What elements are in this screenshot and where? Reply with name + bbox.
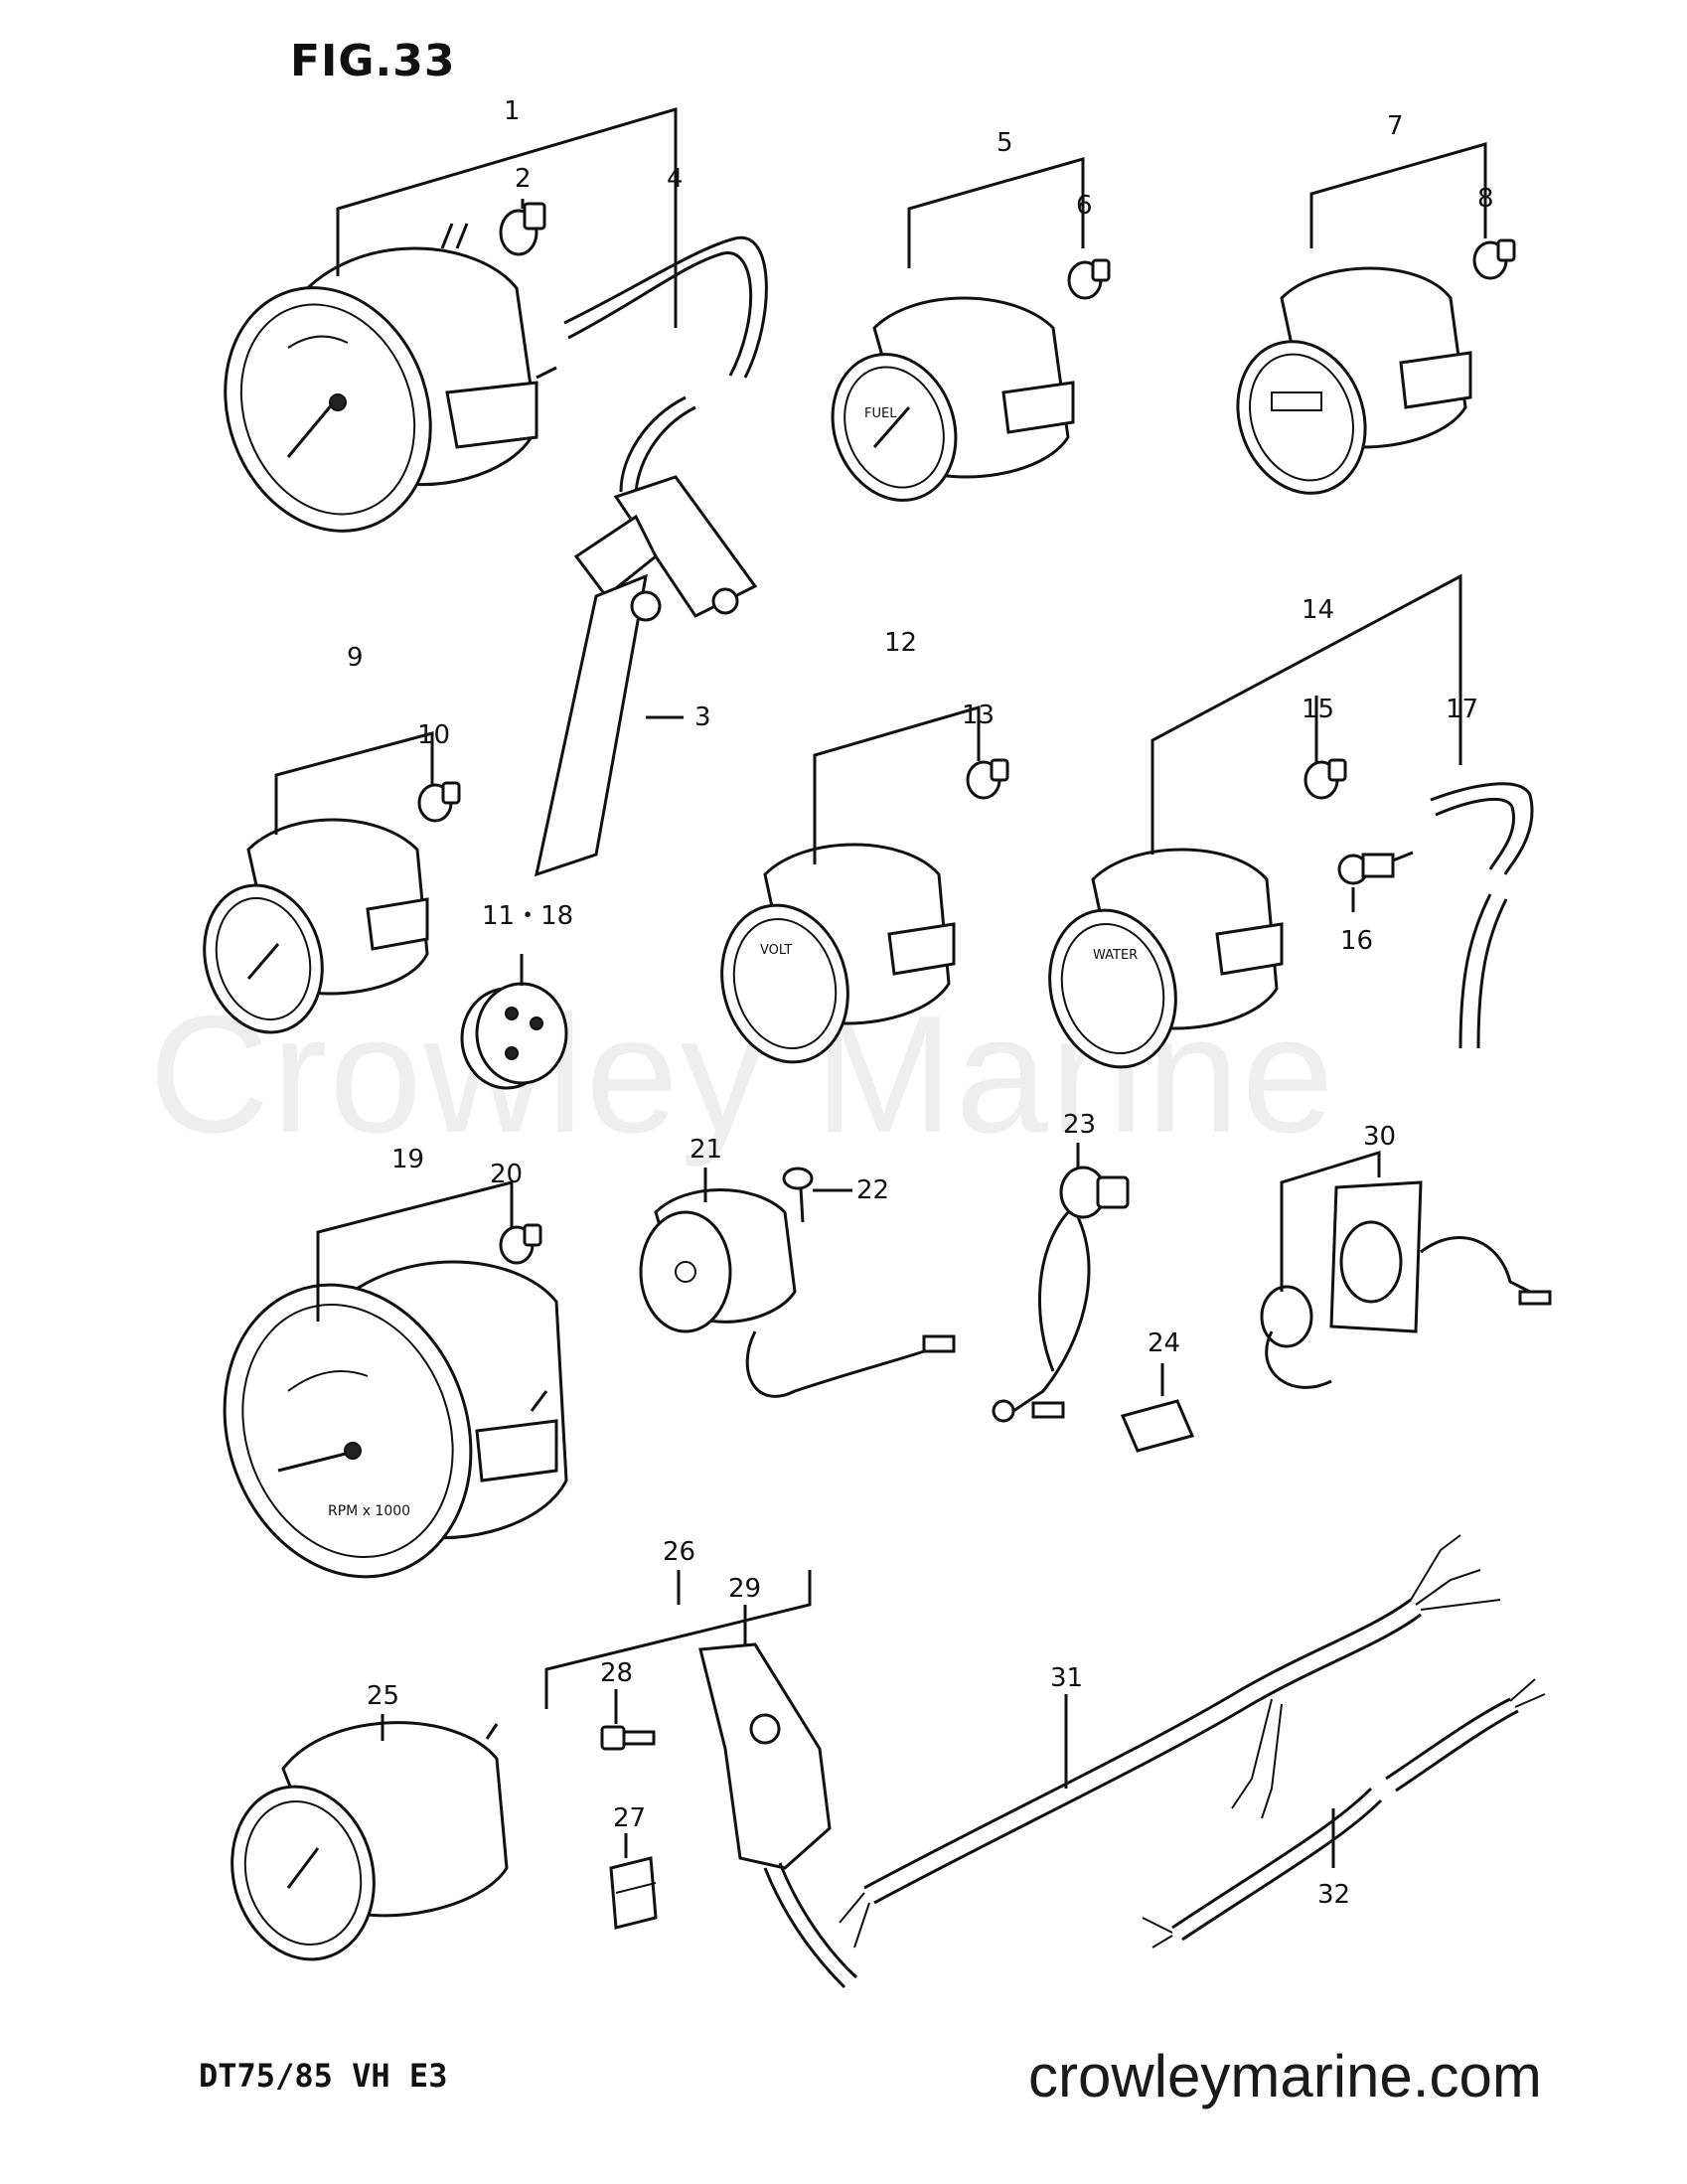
- fuel-gauge[interactable]: FUEL: [813, 296, 1075, 518]
- callout-13: 13: [962, 701, 995, 730]
- callout-28: 28: [600, 1658, 633, 1688]
- bulb-8[interactable]: [1472, 238, 1516, 280]
- callout-7: 7: [1387, 111, 1404, 141]
- water-hose-17[interactable]: [1430, 782, 1534, 1049]
- callout-1: 1: [504, 96, 521, 126]
- callout-32: 32: [1317, 1880, 1350, 1910]
- tachometer-gauge[interactable]: RPM x 1000: [185, 1250, 568, 1612]
- callout-3: 3: [694, 702, 711, 732]
- figure-title: FIG.33: [290, 36, 456, 86]
- water-face-label: WATER: [1093, 948, 1138, 963]
- callout-21: 21: [690, 1135, 722, 1165]
- model-label: DT75/85 VH E3: [199, 2057, 448, 2095]
- callout-10: 10: [417, 720, 450, 750]
- callout-2: 2: [515, 164, 532, 194]
- switch-23[interactable]: [992, 1166, 1130, 1423]
- pitot-hose[interactable]: [563, 235, 768, 498]
- callout-16: 16: [1340, 926, 1373, 956]
- water-temp-gauge[interactable]: WATER: [1032, 848, 1284, 1081]
- transom-bracket-3[interactable]: [534, 475, 758, 877]
- key-switch[interactable]: [1260, 1180, 1552, 1389]
- trim-gauge[interactable]: [189, 818, 429, 1045]
- callout-8: 8: [1477, 184, 1494, 214]
- callout-6: 6: [1076, 191, 1093, 221]
- temp-sender[interactable]: [1337, 851, 1414, 885]
- bulb-13[interactable]: [966, 758, 1009, 800]
- callout-24: 24: [1148, 1328, 1180, 1358]
- wire-harness-31[interactable]: [839, 1534, 1501, 1949]
- callout-25: 25: [367, 1681, 399, 1711]
- clamp-27[interactable]: [609, 1856, 658, 1930]
- callout-4: 4: [667, 164, 684, 194]
- callout-labels: 1 2 3 4 5 6 7 8 9 10 11・18 12 13 14 15 1…: [347, 96, 1494, 1910]
- callout-17: 17: [1446, 695, 1478, 724]
- bulb-20[interactable]: [499, 1223, 542, 1265]
- wire-harness-32[interactable]: [1142, 1678, 1546, 1949]
- screw-22[interactable]: [782, 1167, 814, 1223]
- hour-meter-gauge[interactable]: [1217, 266, 1472, 512]
- site-label: crowleymarine.com: [1028, 2043, 1542, 2109]
- tach-units-label: RPM x 1000: [328, 1503, 410, 1519]
- callout-12: 12: [884, 628, 917, 658]
- callout-9: 9: [347, 643, 364, 673]
- volt-face-label: VOLT: [760, 943, 792, 958]
- callout-19: 19: [391, 1145, 424, 1174]
- callout-14: 14: [1302, 595, 1334, 625]
- callout-20: 20: [490, 1160, 523, 1189]
- callout-11-18: 11・18: [482, 901, 573, 931]
- trim-sender[interactable]: [698, 1642, 858, 1989]
- bulb-10[interactable]: [417, 781, 461, 823]
- callout-22: 22: [856, 1175, 889, 1205]
- bolt-28[interactable]: [600, 1725, 656, 1751]
- buzzer[interactable]: [639, 1188, 956, 1398]
- callout-23: 23: [1063, 1110, 1096, 1140]
- voltmeter-gauge[interactable]: VOLT: [704, 843, 956, 1076]
- callout-15: 15: [1302, 695, 1334, 724]
- bulb-15[interactable]: [1304, 758, 1347, 800]
- leader-lines: [274, 106, 1487, 1868]
- fuel-face-label: FUEL: [864, 406, 897, 421]
- trim-meter[interactable]: [214, 1721, 509, 1975]
- bulb-6[interactable]: [1067, 258, 1111, 300]
- callout-26: 26: [663, 1537, 695, 1567]
- callout-31: 31: [1050, 1663, 1083, 1693]
- cap-24[interactable]: [1120, 1399, 1195, 1453]
- bulb-2[interactable]: [499, 202, 546, 256]
- grommet[interactable]: [460, 982, 568, 1090]
- callout-5: 5: [997, 128, 1013, 158]
- callout-29: 29: [728, 1574, 761, 1604]
- speedometer-gauge[interactable]: [192, 223, 557, 560]
- callout-30: 30: [1363, 1122, 1396, 1152]
- callout-27: 27: [613, 1803, 646, 1833]
